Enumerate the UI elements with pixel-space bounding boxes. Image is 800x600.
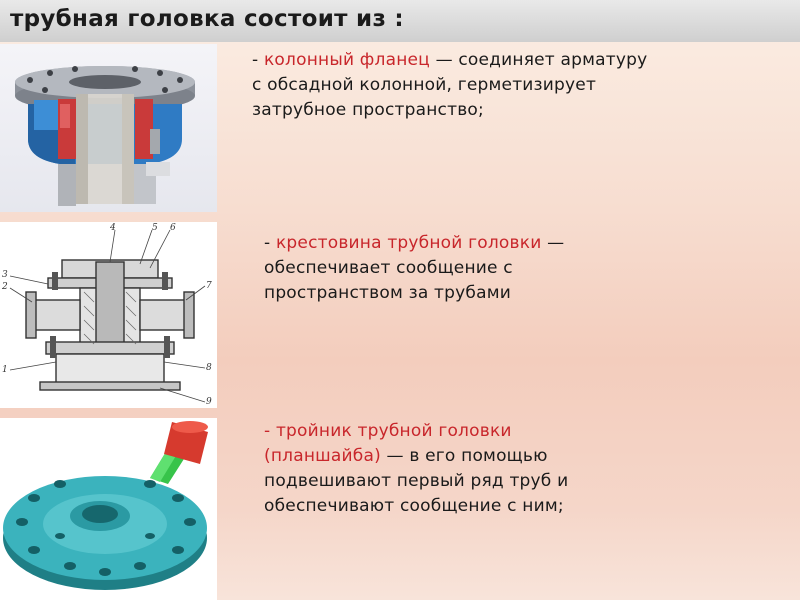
item2-term: крестовина трубной головки: [275, 233, 542, 253]
item2-dash: -: [264, 233, 276, 253]
slide-title: трубная головка состоит из :: [10, 6, 404, 32]
item1-term: колонный фланец: [263, 50, 430, 70]
item2-line2: обеспечивает сообщение с: [264, 258, 513, 278]
column-flange-image: [0, 44, 217, 212]
item1-line3: затрубное пространство;: [252, 100, 484, 120]
item3-line2-rest: — в его помощью: [380, 446, 548, 466]
drawing-label-4: 4: [109, 223, 116, 233]
drawing-label-1: 1: [2, 365, 8, 375]
tubing-head-cross-drawing: 4 5 6 3 2 7 1 8 9: [0, 222, 217, 408]
title-bar: трубная головка состоит из :: [0, 0, 800, 42]
item2-line1: - крестовина трубной головки —: [264, 231, 724, 256]
item3-line2: (планшайба) — в его помощью: [264, 444, 724, 469]
item3-term-line2: (планшайба): [264, 446, 381, 466]
item1-dash: -: [252, 50, 264, 70]
item2-line1-rest: —: [541, 233, 565, 253]
item-cross: - крестовина трубной головки — обеспечив…: [264, 231, 724, 306]
item1-line2: с обсадной колонной, герметизирует: [252, 75, 597, 95]
faceplate-illustration: [3, 421, 208, 590]
item3-line4: обеспечивают сообщение с ним;: [264, 496, 564, 516]
drawing-label-2: 2: [1, 282, 8, 292]
drawing-label-5: 5: [152, 223, 158, 233]
item-tee: - тройник трубной головки (планшайба) — …: [264, 419, 724, 519]
drawing-label-3: 3: [2, 270, 8, 280]
item3-term-line1: - тройник трубной головки: [264, 421, 512, 441]
column-flange-illustration: [15, 66, 195, 206]
drawing-label-6: 6: [170, 223, 176, 233]
item1-line1: - колонный фланец — соединяет арматуру: [252, 48, 752, 73]
tee-faceplate-image: [0, 418, 217, 600]
drawing-label-8: 8: [206, 363, 212, 373]
item3-line3: подвешивают первый ряд труб и: [264, 471, 569, 491]
drawing-label-7: 7: [206, 281, 212, 291]
cross-section-illustration: 4 5 6 3 2 7 1 8 9: [1, 223, 212, 407]
item2-line3: пространством за трубами: [264, 283, 511, 303]
item-column-flange: - колонный фланец — соединяет арматуру с…: [252, 48, 752, 123]
item1-line1-rest: — соединяет арматуру: [429, 50, 648, 70]
drawing-label-9: 9: [206, 397, 212, 407]
